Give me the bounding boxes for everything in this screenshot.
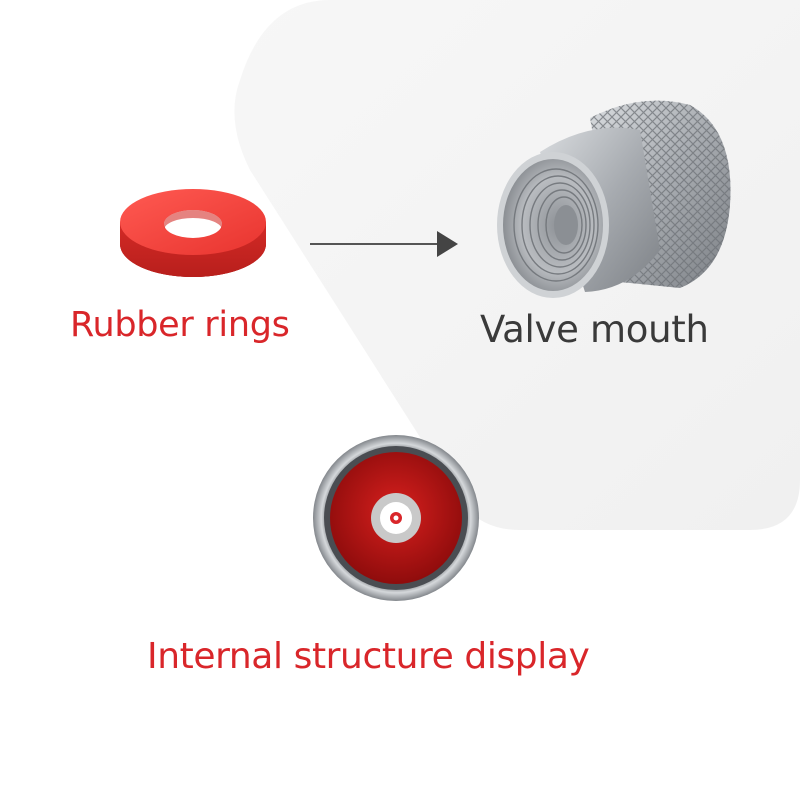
- internal-structure-label: Internal structure display: [147, 636, 590, 677]
- rubber-ring-icon: [120, 189, 266, 277]
- rubber-rings-label: Rubber rings: [70, 305, 290, 345]
- arrow-right-icon: [310, 231, 458, 257]
- valve-cap-icon: [497, 100, 731, 298]
- valve-mouth-label: Valve mouth: [480, 308, 709, 351]
- valve-cap-interior-icon: [313, 435, 479, 601]
